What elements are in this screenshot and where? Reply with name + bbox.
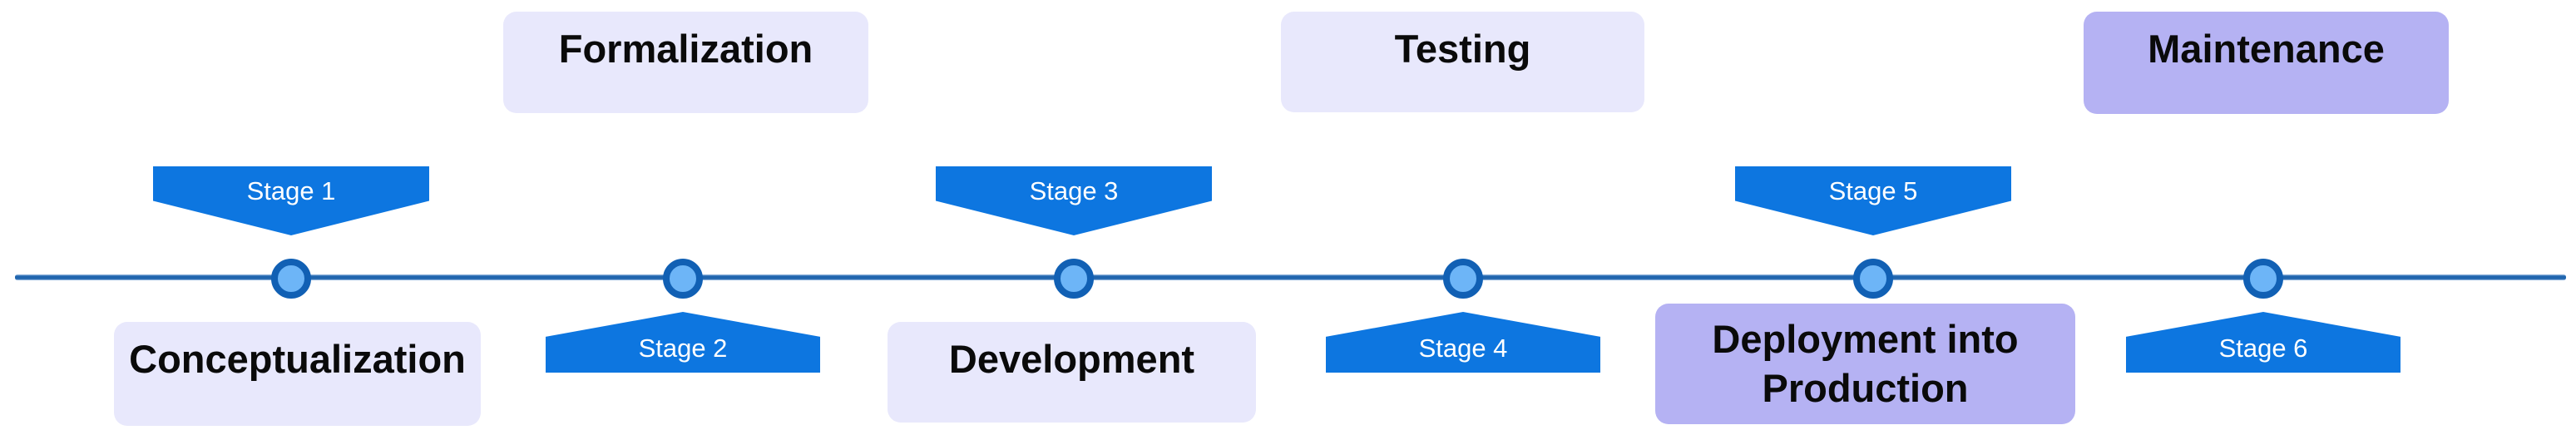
stage-6-banner-label: Stage 6 [2218,334,2308,363]
phase-box-deployment-into-production: Deployment into Production [1655,304,2075,424]
stage-4-banner: Stage 4 [1326,312,1600,373]
phase-box-conceptualization: Conceptualization [114,322,481,426]
timeline-node-6 [2243,259,2283,299]
stage-5-banner: Stage 5 [1735,166,2011,235]
timeline-node-3 [1054,259,1094,299]
stage-3-banner-label: Stage 3 [1029,176,1119,205]
stage-2-banner: Stage 2 [546,312,820,373]
phase-label-testing: Testing [1394,27,1531,71]
phase-label-maintenance: Maintenance [2148,27,2385,71]
timeline-node-4 [1443,259,1483,299]
phase-label-formalization: Formalization [558,27,813,71]
timeline-node-1 [271,259,311,299]
stage-4-banner-label: Stage 4 [1418,334,1508,363]
timeline-node-2 [663,259,703,299]
stage-2-banner-label: Stage 2 [638,334,728,363]
timeline-line [15,274,2566,280]
phase-label-conceptualization: Conceptualization [129,337,466,381]
phase-label-deployment-into-production: Deployment into Production [1712,316,2019,410]
stage-1-banner-label: Stage 1 [246,176,336,205]
stage-6-banner: Stage 6 [2126,312,2400,373]
timeline-node-5 [1853,259,1893,299]
phase-label-development: Development [948,337,1195,381]
phase-box-maintenance: Maintenance [2084,12,2449,114]
phase-box-testing: Testing [1281,12,1644,112]
stage-3-banner: Stage 3 [936,166,1212,235]
stage-5-banner-label: Stage 5 [1828,176,1918,205]
phase-box-formalization: Formalization [503,12,868,113]
phase-box-development: Development [888,322,1256,423]
stage-1-banner: Stage 1 [153,166,429,235]
